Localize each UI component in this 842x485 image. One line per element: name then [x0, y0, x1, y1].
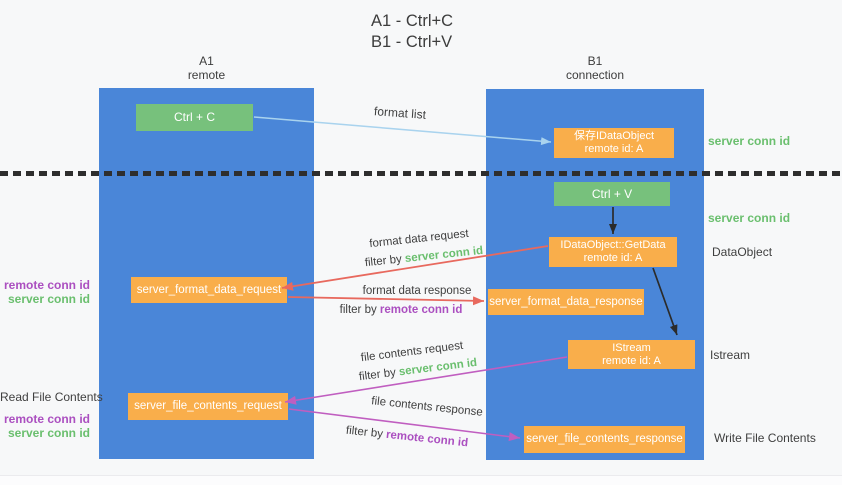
save-idataobject-box: 保存IDataObject remote id: A [554, 128, 674, 158]
lane-a-name: A1 [199, 54, 214, 68]
lane-a-header: A1 remote [99, 54, 314, 82]
remote-conn-id-text: remote conn id [385, 428, 469, 450]
ctrl-c-box: Ctrl + C [136, 104, 253, 131]
ctrl-v-box: Ctrl + V [554, 182, 670, 206]
istream-box: IStream remote id: A [568, 340, 695, 369]
right-server-conn-id-label-2: server conn id [708, 211, 791, 225]
server-format-data-response-box: server_format_data_response [488, 289, 644, 315]
write-file-contents-label: Write File Contents [714, 431, 816, 445]
server-conn-id-text: server conn id [404, 244, 484, 265]
dataobject-label: DataObject [712, 245, 773, 259]
getdata-line1: IDataObject::GetData [560, 239, 666, 251]
filter-by-remote-conn-id-label-2: filter by remote conn id [345, 425, 468, 450]
left-remote-conn-id-label-2: remote conn id [3, 412, 90, 426]
istream-line2: remote id: A [602, 354, 661, 367]
istream-line1: IStream [612, 341, 651, 354]
save-idataobject-line1: 保存IDataObject [573, 130, 655, 142]
window-bottom-edge [0, 475, 842, 485]
filter-by-text: filter by [345, 424, 387, 441]
server-conn-id-text: server conn id [398, 356, 478, 379]
server-format-data-response-label: server_format_data_response [489, 295, 643, 308]
title-line-ctrl-c: A1 - Ctrl+C [371, 12, 454, 30]
ctrl-c-label: Ctrl + C [173, 110, 215, 124]
server-format-data-request-box: server_format_data_request [131, 277, 287, 303]
istream-side-label: Istream [710, 348, 751, 362]
save-idataobject-line2: remote id: A [584, 143, 644, 155]
filter-by-text: filter by [339, 304, 380, 316]
server-file-contents-request-box: server_file_contents_request [128, 393, 288, 420]
lane-b-name: B1 [587, 54, 603, 68]
filter-by-remote-conn-id-label-1: filter by remote conn id [340, 304, 463, 316]
diagram-title: A1 - Ctrl+C B1 - Ctrl+V [371, 11, 453, 53]
server-file-contents-response-box: server_file_contents_response [524, 426, 685, 453]
getdata-line2: remote id: A [583, 252, 643, 264]
idataobject-getdata-box: IDataObject::GetData remote id: A [549, 237, 677, 267]
session-divider-dashed-line [0, 171, 842, 176]
remote-conn-id-text: remote conn id [379, 304, 463, 316]
left-server-conn-id-label-1: server conn id [7, 292, 90, 306]
format-data-response-label: format data response [362, 285, 472, 297]
title-line-ctrl-v: B1 - Ctrl+V [371, 33, 453, 51]
ctrl-v-label: Ctrl + V [591, 186, 633, 201]
lane-a-subtitle: remote [187, 67, 226, 82]
server-file-contents-response-label: server_file_contents_response [526, 433, 683, 445]
read-file-contents-label: Read File Contents [0, 390, 103, 404]
right-server-conn-id-label-1: server conn id [708, 134, 791, 148]
left-server-conn-id-label-2: server conn id [7, 426, 90, 440]
file-contents-response-label: file contents response [370, 395, 484, 419]
format-data-response-arrow [287, 296, 485, 306]
format-list-label: format list [373, 104, 427, 122]
left-remote-conn-id-label-1: remote conn id [3, 278, 90, 292]
filter-by-text: filter by [364, 253, 406, 270]
lane-b-subtitle: connection [565, 67, 625, 82]
server-format-data-request-label: server_format_data_request [136, 283, 282, 296]
server-file-contents-request-label: server_file_contents_request [134, 400, 282, 412]
filter-by-text: filter by [358, 366, 400, 384]
lane-b-header: B1 connection [486, 54, 704, 82]
